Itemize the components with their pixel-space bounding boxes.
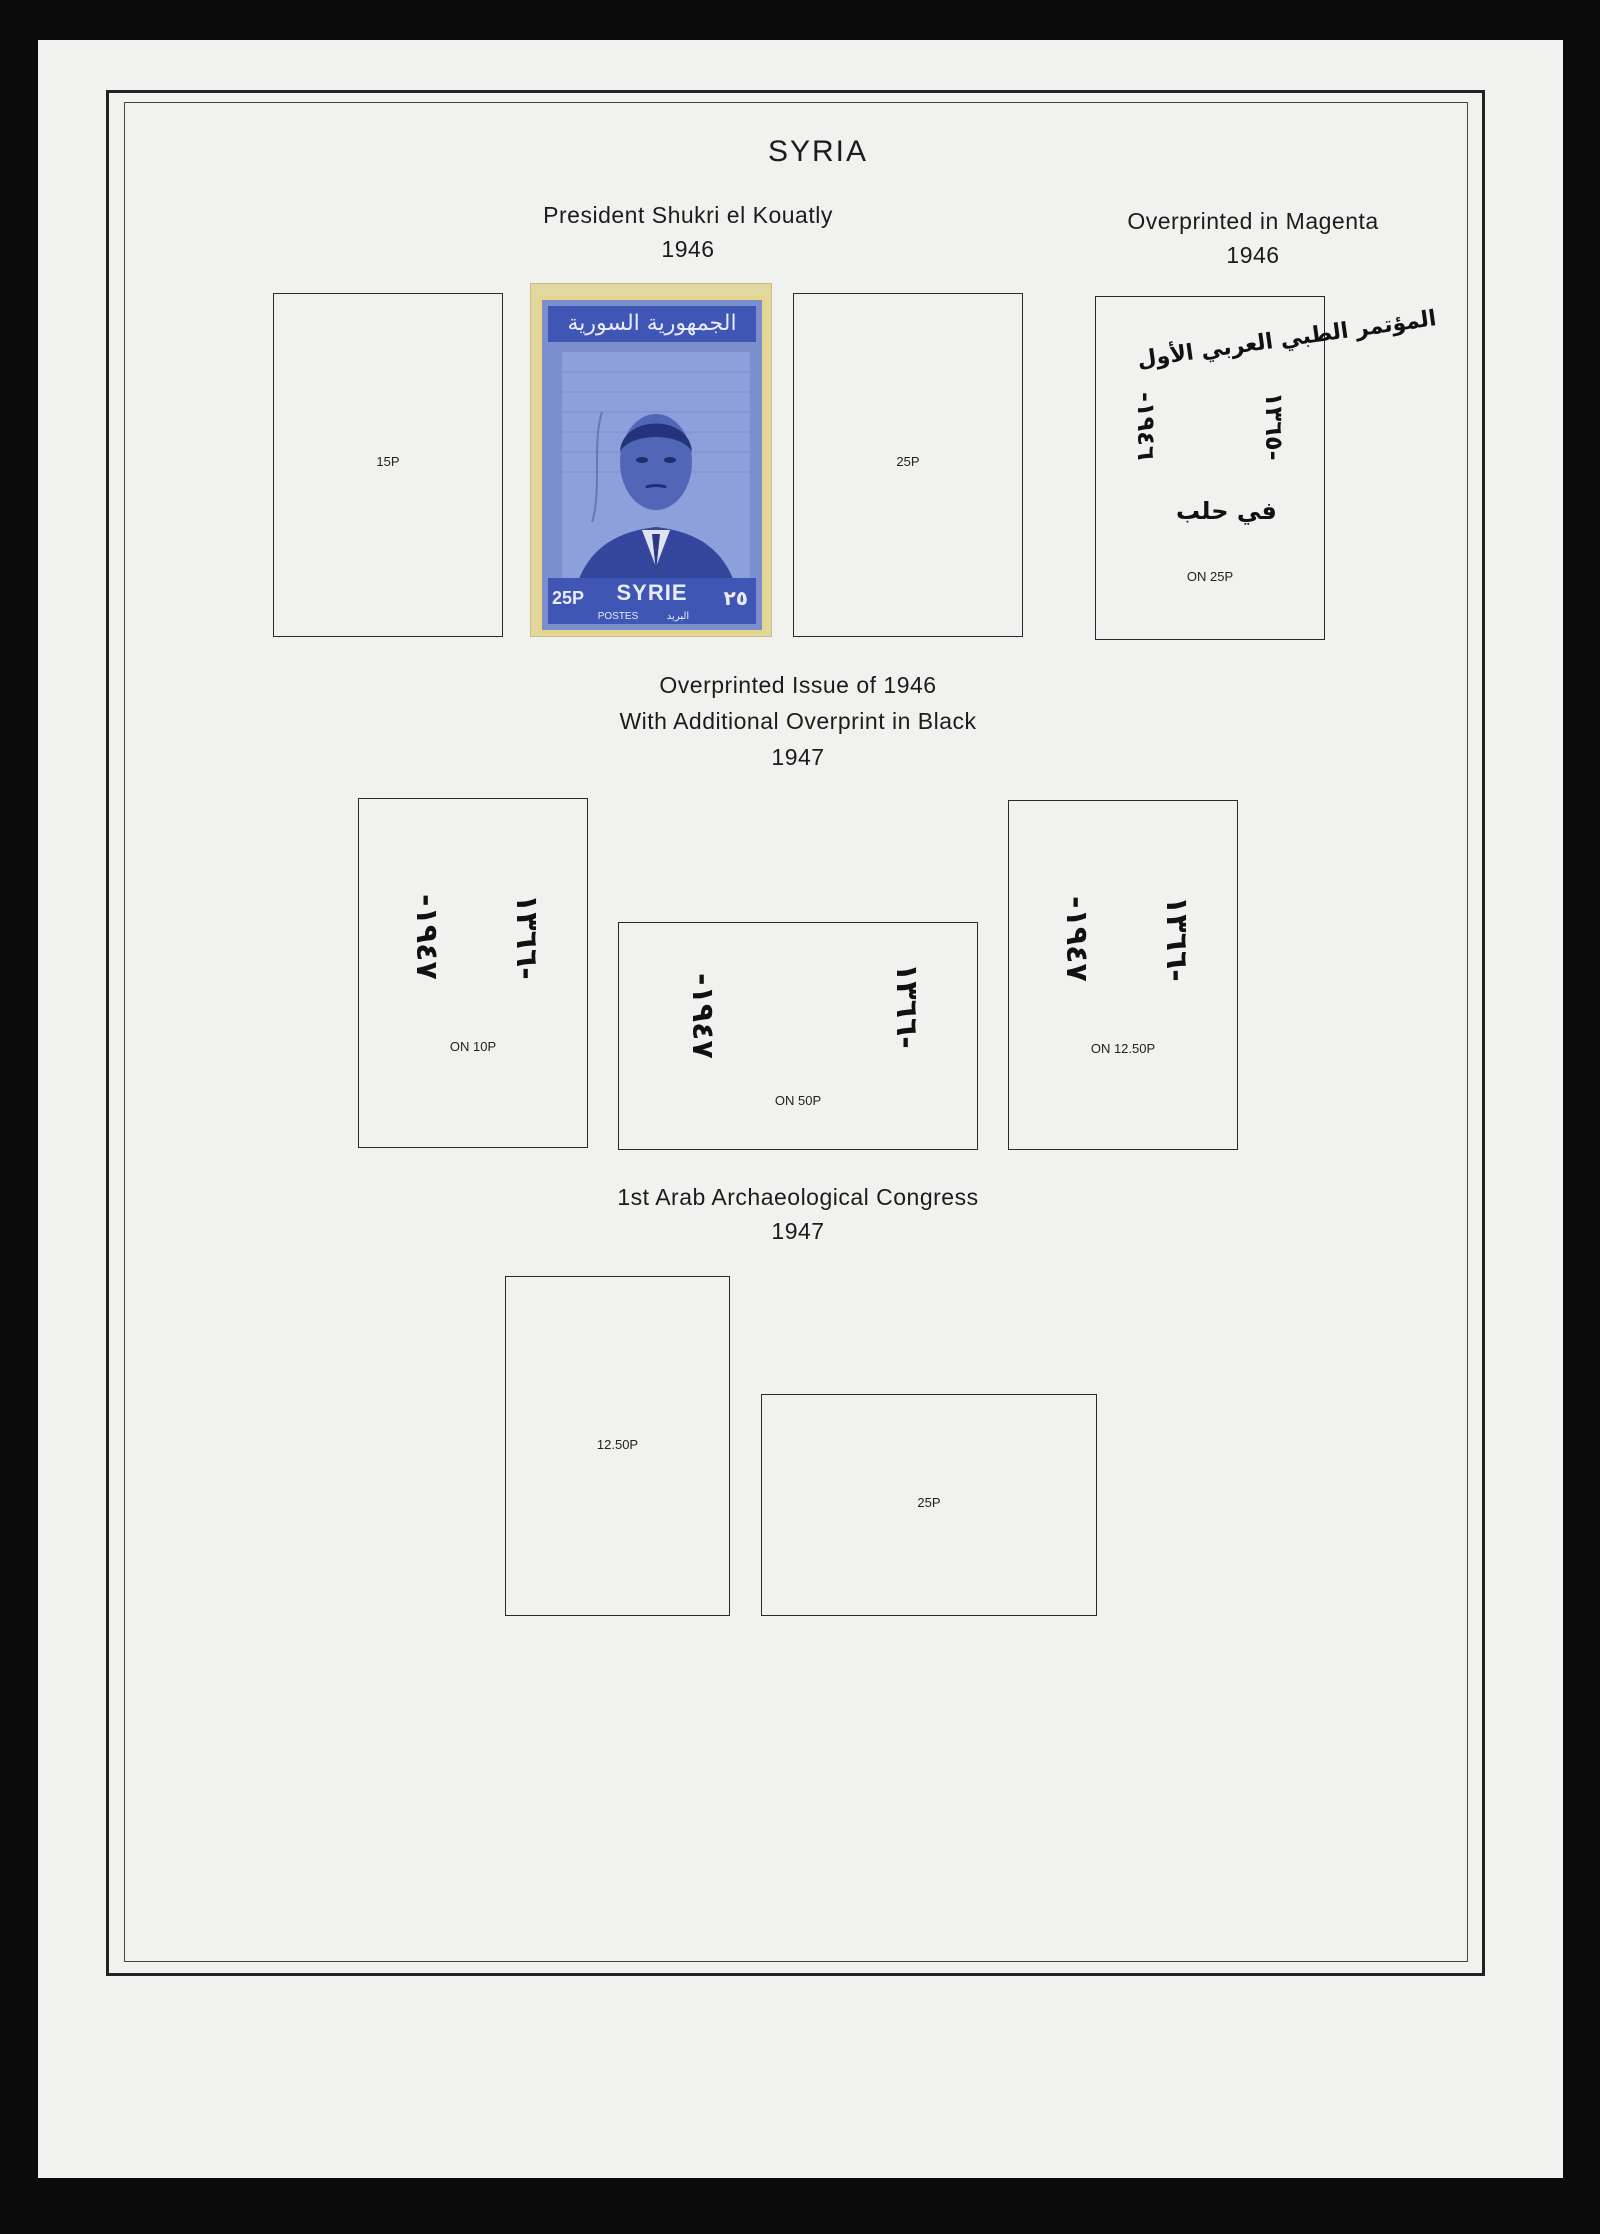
black-overprint-left: ١٩٤٧- (685, 973, 720, 1059)
kouatly-title: President Shukri el Kouatly (543, 202, 833, 228)
stamp-country: SYRIE (616, 580, 688, 605)
black-overprint-left: ١٩٤٧- (1059, 896, 1094, 982)
magenta-heading: Overprinted in Magenta 1946 (1073, 204, 1433, 272)
kouatly-stamp-25p[interactable]: الجمهورية السورية 25P SYRIE POSTES البري… (538, 296, 766, 634)
magenta-title: Overprinted in Magenta (1127, 208, 1379, 234)
stamp-space-label: 25P (896, 454, 920, 469)
stamp-space-label: ON 10P (449, 1039, 497, 1054)
overprinted-year: 1947 (771, 744, 825, 770)
album-page: SYRIA President Shukri el Kouatly 1946 O… (38, 40, 1563, 2178)
overprinted-subtitle: With Additional Overprint in Black (619, 708, 977, 734)
page-title: SYRIA (767, 135, 869, 168)
congress-title: 1st Arab Archaeological Congress (617, 1184, 979, 1210)
black-overprint-right: -١٣٦٦ (509, 894, 544, 980)
overprinted-title: Overprinted Issue of 1946 (659, 672, 937, 698)
stamp-header-arabic: الجمهورية السورية (548, 306, 756, 342)
magenta-year: 1946 (1226, 242, 1280, 268)
black-overprint-right: -١٣٦٦ (1159, 896, 1194, 982)
kouatly-year: 1946 (661, 236, 715, 262)
stamp-space-label: ON 12.50P (1090, 1041, 1156, 1056)
stamp-value: 25P (552, 588, 585, 608)
stamp-space-15p: 15P (273, 293, 503, 637)
stamp-space-label: ON 25P (1186, 569, 1234, 584)
outer-border (106, 90, 1485, 1976)
magenta-overprint-bottom: في حلب (1176, 497, 1277, 525)
stamp-space-25p: 25P (793, 293, 1023, 637)
stamp-space-label: ON 50P (774, 1093, 822, 1108)
stamp-space-on-12-50p: ١٩٤٧- -١٣٦٦ ON 12.50P (1008, 800, 1238, 1150)
stamp-space-12-50p: 12.50P (505, 1276, 730, 1616)
overprinted-heading: Overprinted Issue of 1946 With Additiona… (538, 667, 1058, 775)
stamp-postes: POSTES (597, 611, 639, 622)
portrait-image (562, 352, 750, 602)
magenta-overprint-left: ١٩٤٦- (1132, 392, 1160, 461)
stamp-arabic-small: البريد (666, 611, 690, 622)
black-overprint-left: ١٩٤٧- (409, 894, 444, 980)
black-overprint-right: -١٣٦٦ (889, 963, 924, 1049)
stamp-space-25p-congress: 25P (761, 1394, 1097, 1616)
stamp-footer: 25P SYRIE POSTES البريد ٢٥ (548, 578, 756, 624)
magenta-overprint-right: -١٣٦٥ (1260, 392, 1288, 461)
stamp-value-arabic: ٢٥ (723, 586, 748, 610)
stamp-space-label: 25P (917, 1495, 941, 1510)
congress-year: 1947 (771, 1218, 825, 1244)
inner-border (124, 102, 1468, 1962)
stamp-space-on-10p: ١٩٤٧- -١٣٦٦ ON 10P (358, 798, 588, 1148)
stamp-space-label: 12.50P (596, 1437, 639, 1452)
kouatly-heading: President Shukri el Kouatly 1946 (468, 198, 908, 266)
congress-heading: 1st Arab Archaeological Congress 1947 (558, 1180, 1038, 1248)
stamp-space-label: 15P (376, 454, 400, 469)
stamp-space-on-25p: المؤتمر الطبي العربي الأول ١٩٤٦- -١٣٦٥ ف… (1095, 296, 1438, 640)
stamp-space-on-50p: ١٩٤٧- -١٣٦٦ ON 50P (618, 922, 978, 1150)
